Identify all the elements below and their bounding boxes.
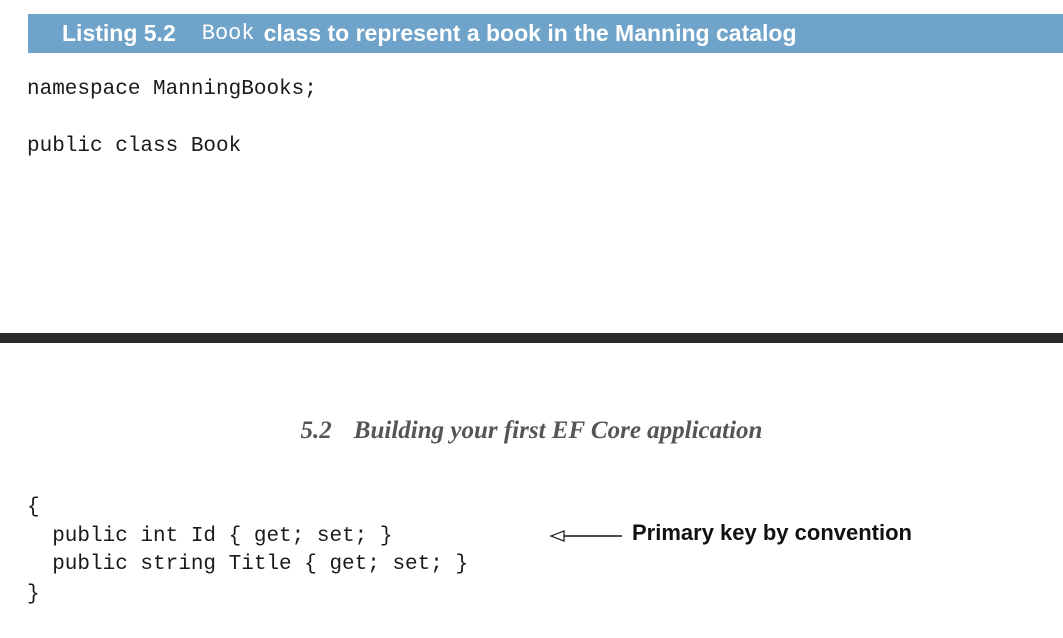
section-title: Building your first EF Core application xyxy=(353,417,763,444)
section-number: 5.2 xyxy=(300,417,332,444)
code-line-namespace: namespace ManningBooks; xyxy=(27,78,317,101)
listing-number: Listing 5.2 xyxy=(62,20,176,46)
listing-title: class to represent a book in the Manning… xyxy=(263,20,797,46)
listing-code-term: Book xyxy=(201,21,255,46)
page-divider xyxy=(0,333,1063,343)
listing-header: Listing 5.2 Book class to represent a bo… xyxy=(28,14,1063,53)
annotation-text: Primary key by convention xyxy=(632,520,912,545)
code-line-id-property: public int Id { get; set; } xyxy=(27,525,393,548)
code-line-close-brace: } xyxy=(27,583,40,606)
code-line-open-brace: { xyxy=(27,496,40,519)
annotation-arrow-icon xyxy=(549,530,622,542)
code-line-class-declaration: public class Book xyxy=(27,135,242,158)
code-line-title-property: public string Title { get; set; } xyxy=(27,553,469,576)
running-head: 5.2 Building your first EF Core applicati… xyxy=(0,417,1063,445)
